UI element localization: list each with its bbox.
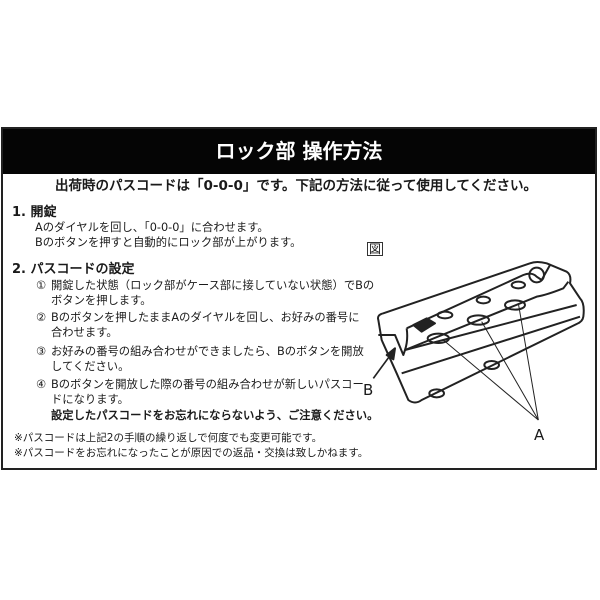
- slot-icon: [475, 295, 491, 305]
- keyhole-icon: [528, 266, 545, 284]
- dial-icon: [426, 332, 450, 344]
- callout-a: A: [534, 426, 545, 444]
- section1-line: Aのダイヤルを回し、「0-0-0」に合わせます。: [35, 221, 269, 234]
- footnote: ※パスコードは上記2の手順の繰り返しで何度でも変更可能です。: [14, 432, 323, 444]
- step-line: ボタンを押します。: [51, 294, 152, 307]
- caution-text: 設定したパスコードをお忘れにならないよう、ご注意ください。: [51, 409, 379, 422]
- step-line: お好みの番号の組み合わせができましたら、Bのボタンを開放: [51, 345, 364, 358]
- step-number: ④: [36, 378, 47, 391]
- step-number: ③: [36, 345, 47, 358]
- step-line: 合わせます。: [51, 326, 118, 339]
- slot-icon: [483, 360, 500, 370]
- step-line: 開錠した状態（ロック部がケース部に接していない状態）でBの: [51, 279, 375, 292]
- figure-label: 図: [367, 242, 384, 256]
- instruction-panel: ロック部 操作方法: [1, 127, 597, 470]
- dial-icon: [466, 314, 490, 326]
- slot-icon: [428, 388, 445, 399]
- step-line: Bのボタンを開放した際の番号の組み合わせが新しいパスコー: [51, 378, 364, 391]
- step-number: ①: [36, 279, 47, 292]
- slot-icon: [510, 280, 526, 290]
- callout-b: B: [363, 381, 374, 399]
- slot-icon: [436, 310, 454, 320]
- section2-heading: 2. パスコードの設定: [12, 262, 135, 277]
- lock-diagram: [372, 261, 585, 421]
- step-line: Bのボタンを押したままAのダイヤルを回し、お好みの番号に: [51, 311, 360, 324]
- key-icon: [412, 317, 436, 333]
- lock-body-outline: [377, 261, 585, 404]
- subtitle: 出荷時のパスコードは「0-0-0」です。下記の方法に従って使用してください。: [54, 178, 538, 194]
- step-line: してください。: [51, 360, 130, 373]
- lock-top-part: [404, 264, 570, 351]
- dial-icon: [504, 299, 526, 311]
- step-line: ドになります。: [51, 393, 129, 406]
- footnote: ※パスコードをお忘れになったことが原因での返品・交換は致しかねます。: [14, 447, 369, 459]
- lock-b-slot: [378, 334, 406, 356]
- step-number: ②: [36, 311, 47, 324]
- page-title: ロック部 操作方法: [3, 129, 595, 174]
- section1-heading: 1. 開錠: [12, 205, 57, 220]
- section1-line: Bのボタンを押すと自動的にロック部が上がります。: [35, 236, 302, 249]
- b-arrow: [372, 352, 393, 379]
